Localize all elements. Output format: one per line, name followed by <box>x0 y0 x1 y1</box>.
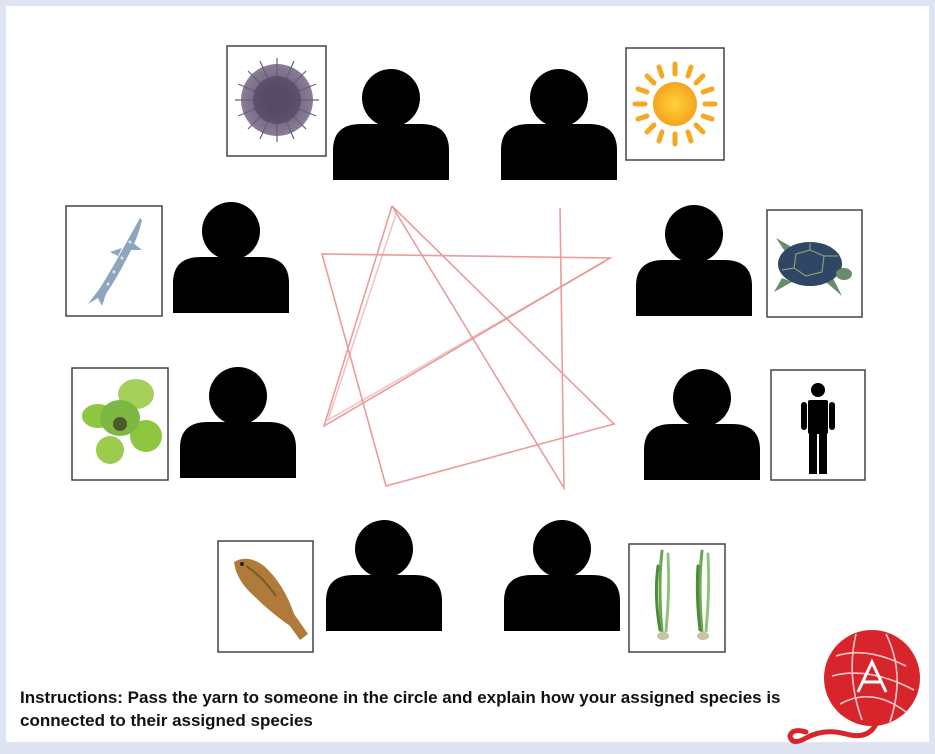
instructions-text: Instructions: Pass the yarn to someone i… <box>20 686 810 732</box>
person-icon <box>501 69 617 180</box>
person-icon <box>180 367 296 478</box>
person-icon <box>636 205 752 316</box>
species-card-seagrass <box>629 544 725 652</box>
species-card-fish <box>218 541 313 652</box>
person-icon <box>644 369 760 480</box>
species-card-sun <box>626 48 724 160</box>
yarn-strands <box>322 206 614 488</box>
species-card-kelp <box>72 368 168 480</box>
yarn-web-diagram <box>6 6 935 754</box>
activity-card: Instructions: Pass the yarn to someone i… <box>6 6 929 742</box>
person-icon <box>326 520 442 631</box>
species-card-human <box>771 370 865 480</box>
species-card-shark <box>66 206 162 316</box>
sun-icon <box>635 64 715 144</box>
species-card-urchin <box>227 46 326 156</box>
person-icon <box>504 520 620 631</box>
species-card-turtle <box>767 210 862 317</box>
person-icon <box>333 69 449 180</box>
person-icon <box>173 202 289 313</box>
